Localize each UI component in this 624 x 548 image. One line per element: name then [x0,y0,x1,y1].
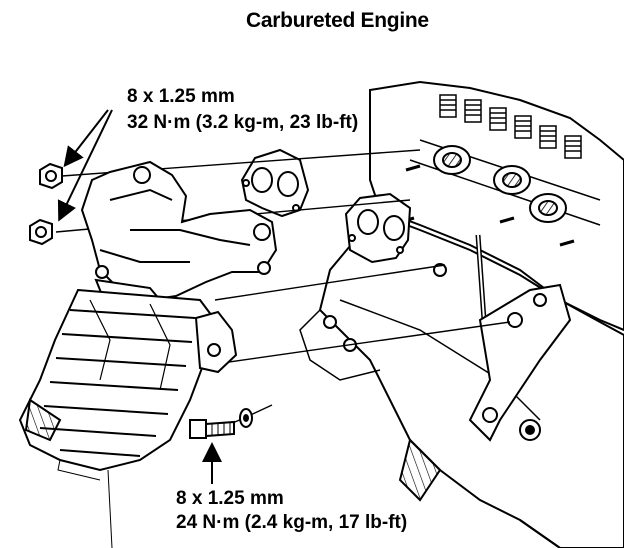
upper-fastener-size: 8 x 1.25 mm [127,86,235,107]
catalytic-converter-shield [18,288,238,472]
lower-fastener-size: 8 x 1.25 mm [176,488,284,509]
upper-fastener-torque: 32 N·m (3.2 kg-m, 23 lb-ft) [127,112,359,133]
manifold-gasket-lower [344,192,412,264]
flange-nut-upper [39,162,63,190]
diagram-title: Carbureted Engine [246,9,429,32]
engine-block [299,213,624,548]
manifold-gasket-upper [240,148,310,218]
engine-cylinder-head [369,80,624,332]
lower-fastener-torque: 24 N·m (2.4 kg-m, 17 lb-ft) [176,512,408,533]
bolt-lower [189,408,253,439]
flange-nut-lower [29,218,53,246]
misc-detail-lines [57,459,113,548]
callout-arrows [57,109,222,484]
